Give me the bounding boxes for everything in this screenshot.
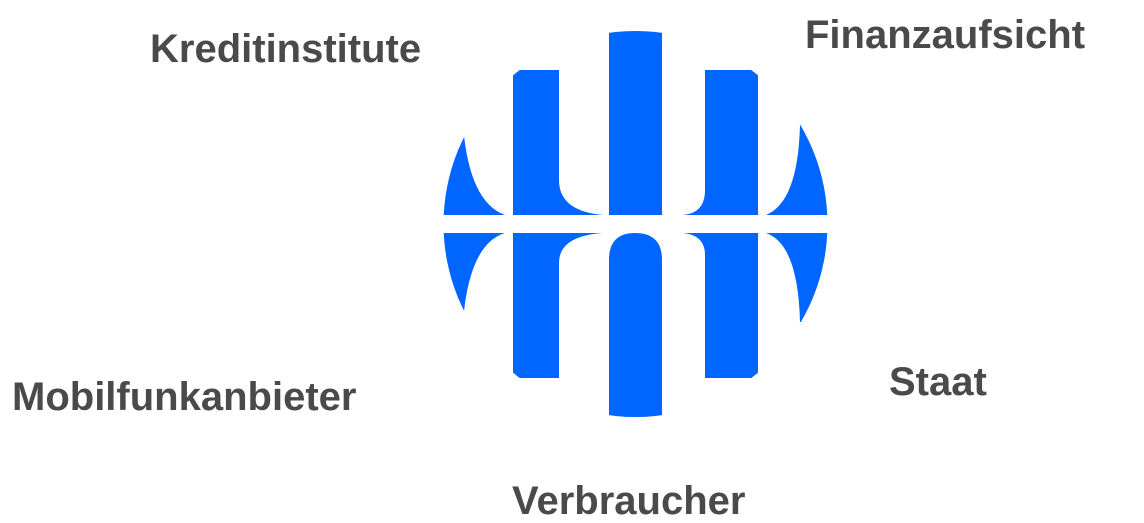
label-kreditinstitute: Kreditinstitute: [150, 27, 422, 71]
label-mobilfunkanbieter: Mobilfunkanbieter: [12, 375, 357, 419]
label-finanzaufsicht: Finanzaufsicht: [805, 13, 1086, 57]
bank-emblem-icon: [443, 31, 828, 417]
label-verbraucher: Verbraucher: [512, 479, 746, 523]
label-staat: Staat: [889, 360, 987, 404]
emblem-shapes: [443, 31, 828, 417]
